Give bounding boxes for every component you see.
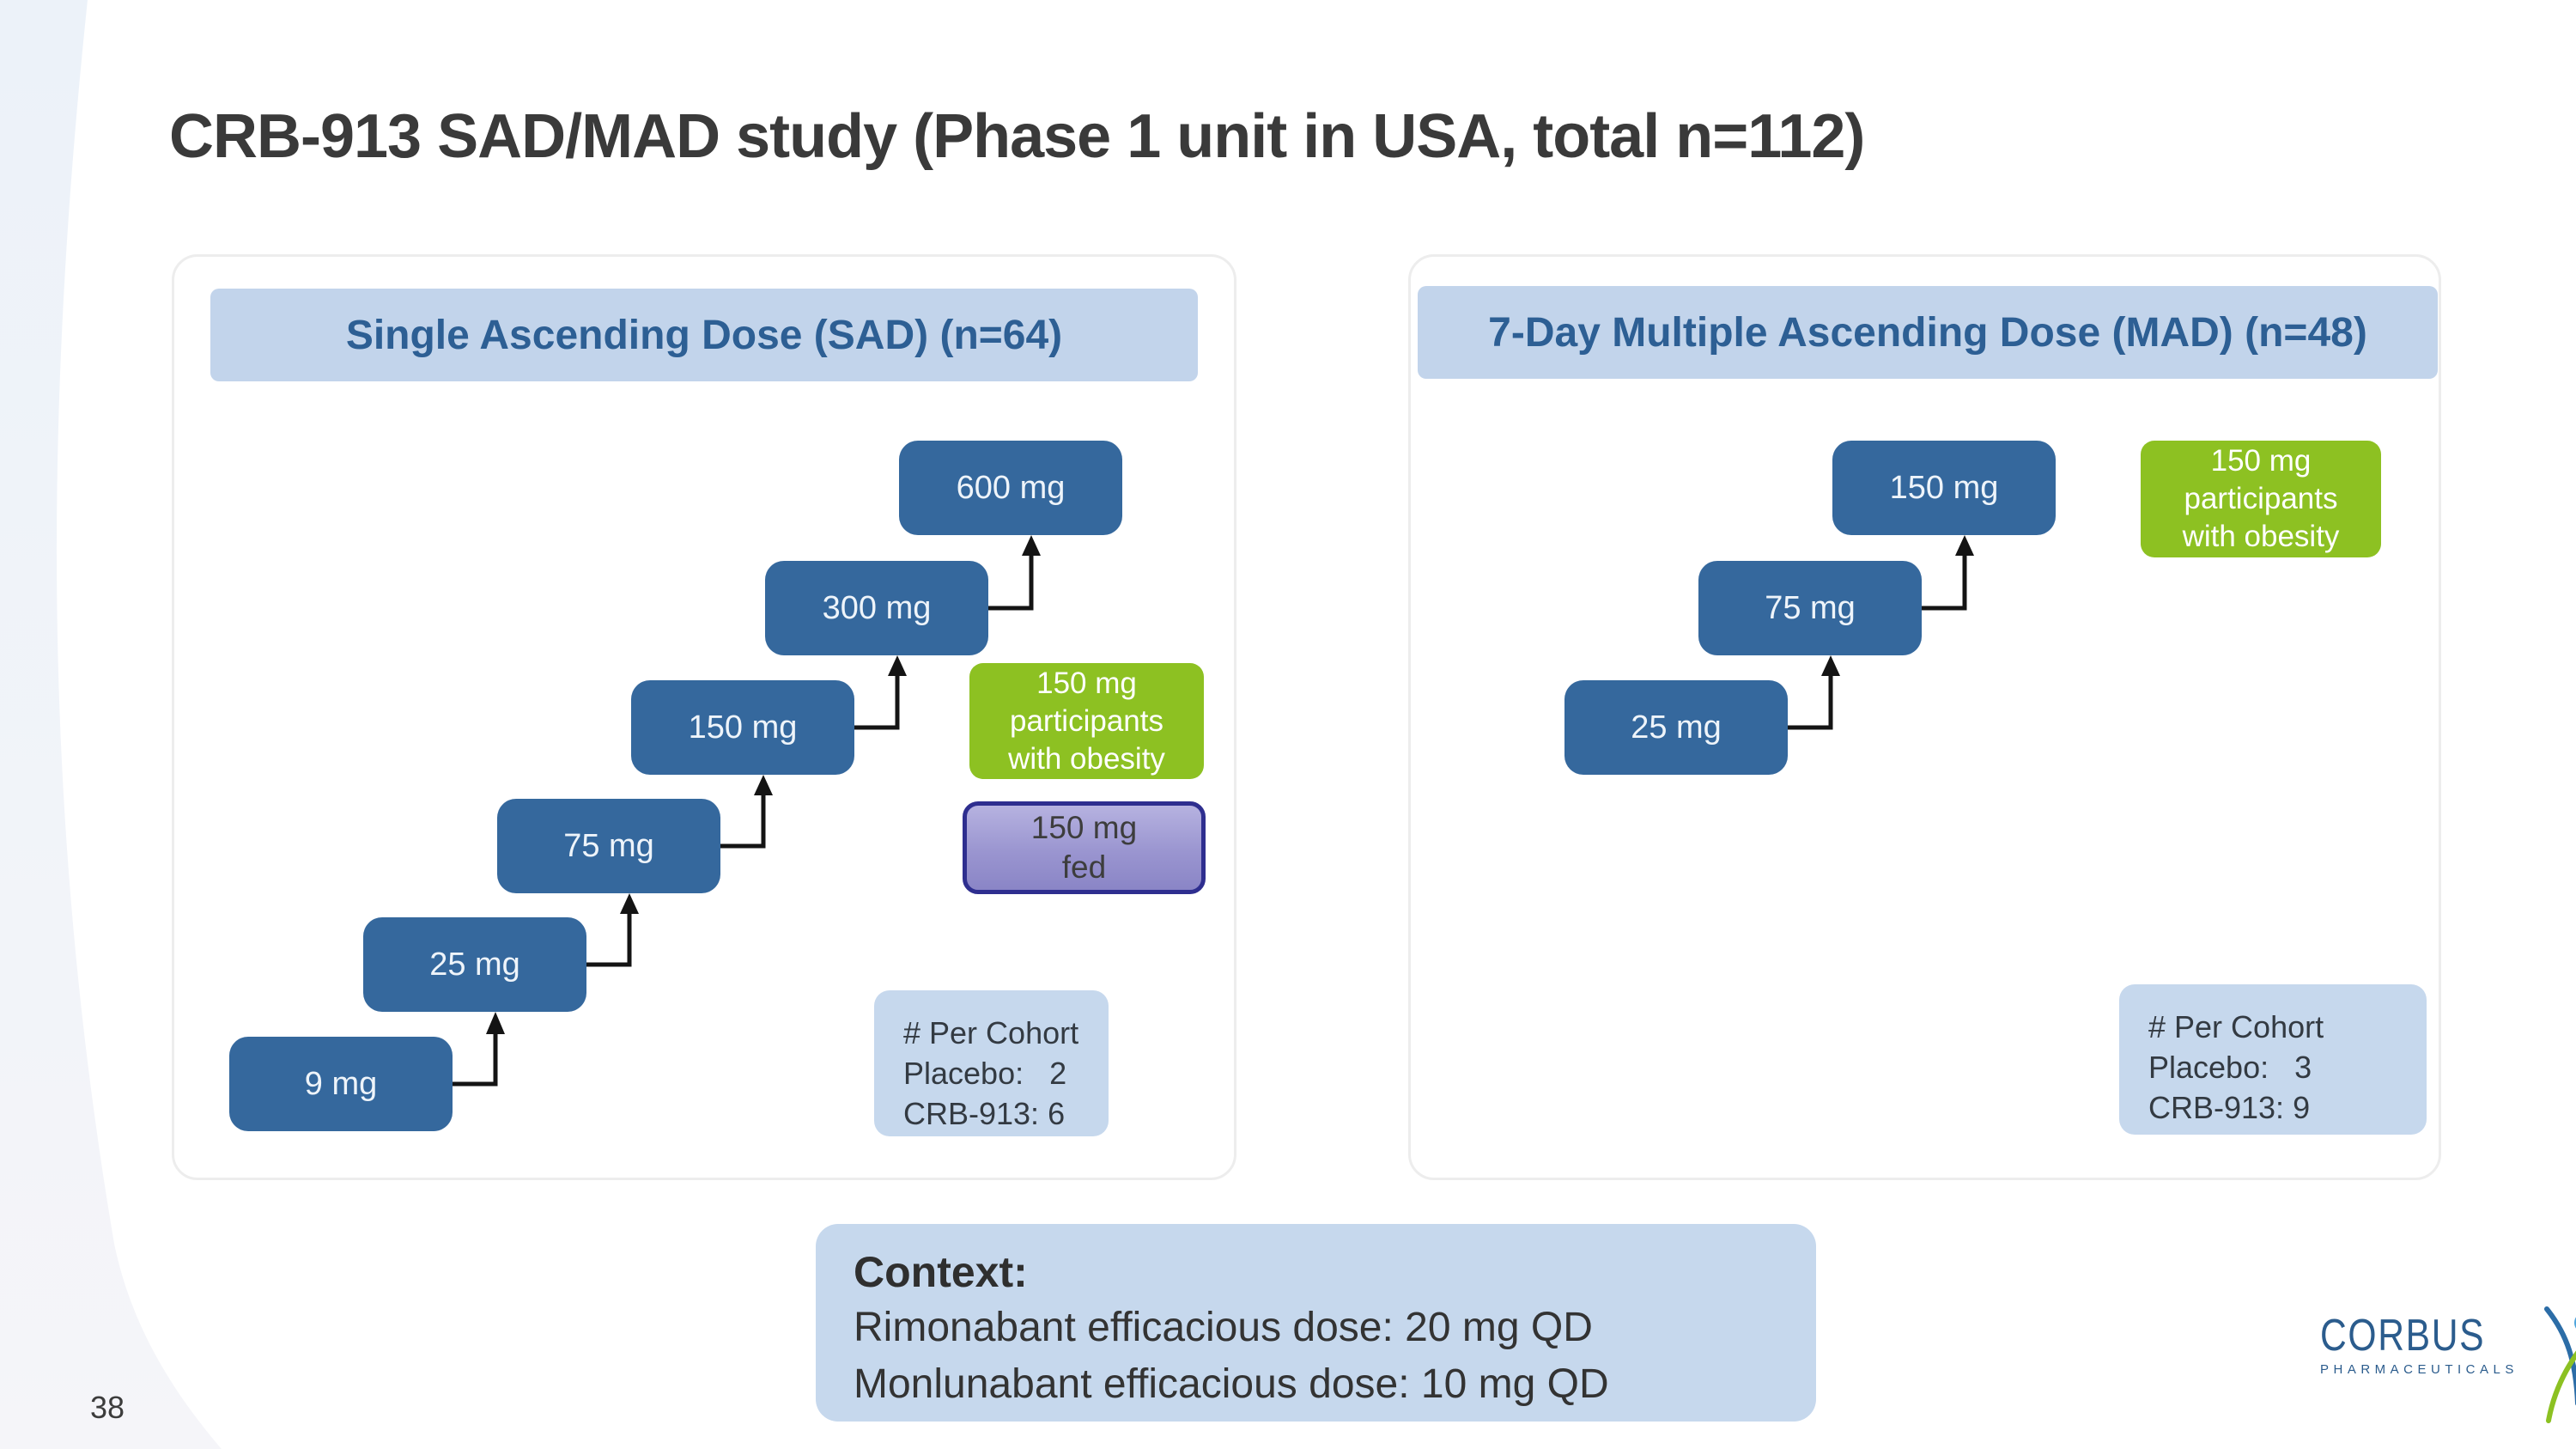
mad-dose-box-150mg: 150 mg <box>1832 441 2056 535</box>
left-curve-decoration <box>0 0 222 1449</box>
context-heading: Context: <box>854 1248 1028 1296</box>
cohort-heading: # Per Cohort <box>2148 1009 2324 1044</box>
cohort-placebo-line: Placebo: 2 <box>903 1056 1067 1091</box>
sad-dose-box-9mg: 9 mg <box>229 1037 453 1131</box>
sad-dose-box-25mg: 25 mg <box>363 917 586 1012</box>
mad-dose-box-25mg: 25 mg <box>1564 680 1788 775</box>
sad-dose-box-75mg: 75 mg <box>497 799 720 893</box>
sad-dose-box-300mg: 300 mg <box>765 561 988 655</box>
cohort-crb913-line: CRB-913: 9 <box>2148 1090 2311 1125</box>
cohort-crb913-line: CRB-913: 6 <box>903 1096 1066 1131</box>
cohort-placebo-line: Placebo: 3 <box>2148 1050 2312 1085</box>
context-box: Context: Rimonabant efficacious dose: 20… <box>816 1224 1816 1422</box>
logo-subtext: PHARMACEUTICALS <box>2320 1362 2518 1377</box>
logo-text-block: CORBUS PHARMACEUTICALS <box>2320 1312 2521 1377</box>
sad-fed-note: 150 mg fed <box>963 801 1206 894</box>
logo-figure-icon <box>2544 1306 2576 1423</box>
mad-panel: 7-Day Multiple Ascending Dose (MAD) (n=4… <box>1408 254 2441 1180</box>
sad-dose-box-600mg: 600 mg <box>899 441 1122 535</box>
sad-panel: Single Ascending Dose (SAD) (n=64) 600 m… <box>172 254 1236 1180</box>
mad-dose-box-75mg: 75 mg <box>1698 561 1922 655</box>
context-line-rimonabant: Rimonabant efficacious dose: 20 mg QD <box>854 1305 1593 1350</box>
slide-title: CRB-913 SAD/MAD study (Phase 1 unit in U… <box>169 102 1865 171</box>
mad-obesity-note: 150 mg participants with obesity <box>2141 441 2381 557</box>
sad-obesity-note: 150 mg participants with obesity <box>969 663 1204 779</box>
logo-brand: CORBUS <box>2320 1311 2486 1361</box>
sad-dose-box-150mg: 150 mg <box>631 680 854 775</box>
sad-cohort-box: # Per Cohort Placebo: 2 CRB-913: 6 <box>874 990 1109 1136</box>
context-line-monlunabant: Monlunabant efficacious dose: 10 mg QD <box>854 1361 1609 1407</box>
page-number: 38 <box>90 1390 125 1425</box>
mad-header: 7-Day Multiple Ascending Dose (MAD) (n=4… <box>1418 286 2438 379</box>
sad-header: Single Ascending Dose (SAD) (n=64) <box>210 289 1198 381</box>
mad-cohort-box: # Per Cohort Placebo: 3 CRB-913: 9 <box>2119 984 2427 1135</box>
corbus-logo: CORBUS PHARMACEUTICALS <box>2320 1306 2576 1427</box>
cohort-heading: # Per Cohort <box>903 1015 1079 1050</box>
